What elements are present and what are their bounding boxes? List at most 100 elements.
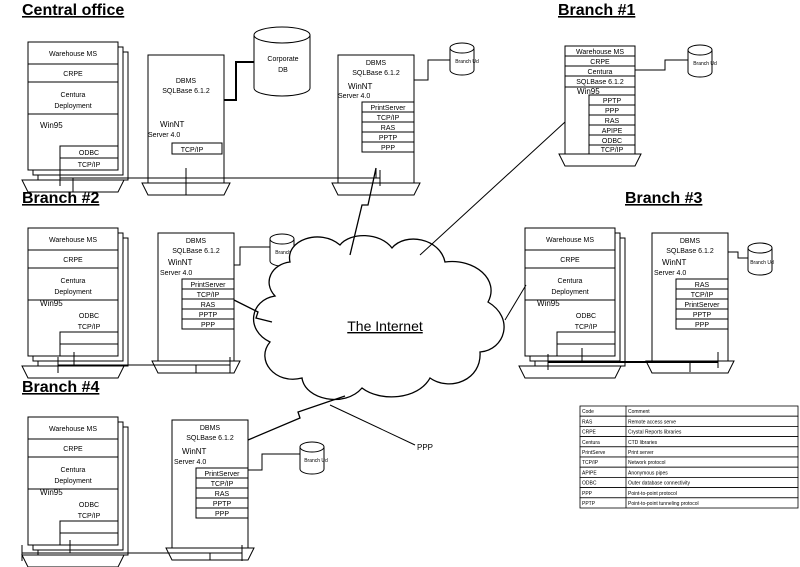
srv-server40-label: Server 4.0 (148, 132, 180, 139)
ws-win95-label: Win95 (537, 299, 560, 308)
legend-comment: Print server (628, 450, 654, 456)
srv-sqlbase-label: SQLBase 6.1.2 (162, 88, 210, 95)
srv-ppp-label: PPP (215, 511, 229, 518)
db-label: Branch Ud (304, 458, 328, 464)
wan-link-branch1 (419, 121, 566, 256)
srv-printserver-label: PrintServer (684, 302, 720, 309)
ws-win95-label: Win95 (40, 299, 63, 308)
srv-sqlbase-label: SQLBase 6.1.2 (666, 248, 714, 255)
branch2-db: Branch Ud (269, 233, 299, 267)
ws-crpe-label: CRPE (560, 257, 580, 264)
branch1-db: Branch Ud (687, 44, 717, 78)
srv-printserver-label: PrintServer (190, 282, 226, 289)
legend-code: PPTP (582, 501, 596, 507)
branch4-db: Branch Ud (299, 441, 328, 475)
central-branch-db: Branch Ud (449, 42, 479, 76)
branch1-workstation: Warehouse MS CRPE Centura SQLBase 6.1.2 … (558, 45, 642, 167)
srv-ras-label: RAS (381, 125, 396, 132)
legend-row (579, 456, 799, 468)
legend-comment: CTD libraries (628, 440, 658, 446)
legend-header-row (579, 405, 799, 417)
ws-win95-label: Win95 (40, 121, 63, 130)
srv-pptp-label: PPTP (213, 501, 232, 508)
wan-link-branch2 (233, 299, 273, 323)
legend-row (579, 497, 799, 509)
legend-code: Centura (582, 440, 600, 446)
srv-ppp-label: PPP (695, 322, 709, 329)
corporate-db: Corporate DB (253, 26, 311, 97)
wan-link-central (349, 167, 377, 256)
wan-link-branch3 (504, 284, 527, 321)
srv-tcpip-label: TCP/IP (377, 115, 400, 122)
srv-dbms-label: DBMS (680, 238, 701, 245)
b1-tcpip-label: TCP/IP (601, 147, 624, 154)
ws-crpe-label: CRPE (63, 71, 83, 78)
ppp-label: PPP (417, 443, 433, 452)
ws-warehouse-label: Warehouse MS (546, 237, 594, 244)
b1-pptp-label: PPTP (603, 98, 622, 105)
srv-tcpip-label: TCP/IP (691, 292, 714, 299)
ws-centura-label: Centura (61, 92, 86, 99)
b1-sqlbase-label: SQLBase 6.1.2 (576, 79, 624, 86)
srv-dbms-label: DBMS (366, 60, 387, 67)
srv-winnt-label: WinNT (160, 120, 185, 129)
srv-tcpip-label: TCP/IP (181, 147, 204, 154)
ws-warehouse-label: Warehouse MS (49, 426, 97, 433)
heading-central-office: Central office (22, 2, 124, 19)
ws-odbc-label: ODBC (79, 150, 99, 157)
srv-sqlbase-label: SQLBase 6.1.2 (186, 435, 234, 442)
b1-ppp-label: PPP (605, 108, 619, 115)
b1-warehouse-label: Warehouse MS (576, 49, 624, 56)
central-db-server: DBMS SQLBase 6.1.2 WinNT Server 4.0 TCP/… (141, 54, 231, 196)
b1-apipe-label: APIPE (602, 128, 623, 135)
legend-comment: Outer database connectivity (628, 481, 690, 487)
ws-deployment-label: Deployment (54, 289, 91, 296)
ws-tcpip-label: TCP/IP (575, 324, 598, 331)
ws-odbc-label: ODBC (79, 313, 99, 320)
srv-winnt-label: WinNT (662, 258, 687, 267)
ws-tcpip-label: TCP/IP (78, 513, 101, 520)
srv-sqlbase-label: SQLBase 6.1.2 (352, 70, 400, 77)
legend-comment: Point-to-point protocol (628, 491, 677, 497)
ws-win95-label: Win95 (40, 488, 63, 497)
srv-sqlbase-label: SQLBase 6.1.2 (172, 248, 220, 255)
srv-tcpip-label: TCP/IP (211, 481, 234, 488)
b1-win95-label: Win95 (577, 87, 600, 96)
internet-label: The Internet (347, 318, 423, 334)
legend-code: CRPE (582, 430, 597, 436)
heading-branch-2: Branch #2 (22, 190, 99, 207)
branch4-workstation: Warehouse MS CRPE Centura Deployment Win… (21, 416, 129, 567)
srv-pptp-label: PPTP (379, 135, 398, 142)
legend-comment: Anonymous pipes (628, 470, 668, 476)
srv-ras-label: RAS (695, 282, 710, 289)
heading-branch-4: Branch #4 (22, 379, 99, 396)
legend-code: PPP (582, 491, 593, 497)
legend-code: RAS (582, 419, 593, 425)
ws-crpe-label: CRPE (63, 446, 83, 453)
legend-row (579, 415, 799, 427)
ws-centura-label: Centura (61, 467, 86, 474)
corporate-db-label-2: DB (278, 67, 288, 74)
heading-branch-1: Branch #1 (558, 2, 635, 19)
wan-link-branch4 (247, 395, 346, 441)
srv-server40-label: Server 4.0 (338, 93, 370, 100)
srv-server40-label: Server 4.0 (160, 270, 192, 277)
central-print-server: DBMS SQLBase 6.1.2 WinNT Server 4.0 Prin… (331, 54, 421, 196)
branch2-server: DBMS SQLBase 6.1.2 WinNT Server 4.0 Prin… (151, 232, 241, 374)
wan-link-ppp (329, 404, 416, 446)
srv-server40-label: Server 4.0 (654, 270, 686, 277)
branch3-server: DBMS SQLBase 6.1.2 WinNT Server 4.0 RAS … (645, 232, 735, 374)
ws-tcpip-label: TCP/IP (78, 162, 101, 169)
ws-warehouse-label: Warehouse MS (49, 51, 97, 58)
srv-ppp-label: PPP (381, 145, 395, 152)
legend-code: TCP/IP (582, 460, 599, 466)
corporate-db-label-1: Corporate (267, 56, 298, 63)
legend-row (579, 466, 799, 478)
ws-odbc-label: ODBC (576, 313, 596, 320)
legend-code: APIPE (582, 470, 597, 476)
srv-ppp-label: PPP (201, 322, 215, 329)
legend-row (579, 487, 799, 499)
branch3-db: Branch Ud (747, 242, 774, 276)
heading-branch-3: Branch #3 (625, 190, 702, 207)
srv-printserver-label: PrintServer (204, 471, 240, 478)
